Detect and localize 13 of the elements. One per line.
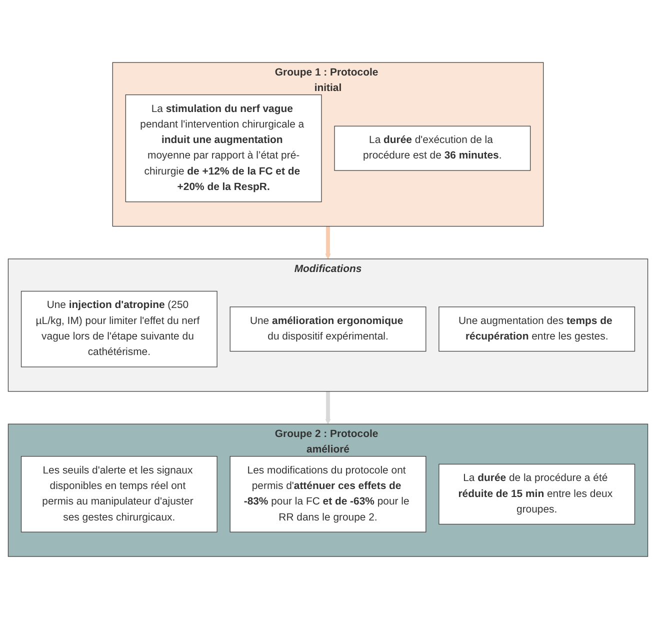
- cluster: [8, 424, 648, 557]
- node-box: [230, 456, 426, 532]
- arrow: [325, 226, 331, 260]
- node-box: [334, 126, 531, 171]
- node-box: [230, 306, 426, 352]
- cluster: [8, 258, 648, 392]
- node-box: [438, 306, 636, 352]
- node-box: [125, 94, 322, 202]
- node-box: [20, 456, 218, 532]
- arrow: [325, 391, 331, 424]
- node-box: [20, 290, 218, 368]
- cluster: [112, 62, 544, 227]
- node-box: [438, 464, 636, 525]
